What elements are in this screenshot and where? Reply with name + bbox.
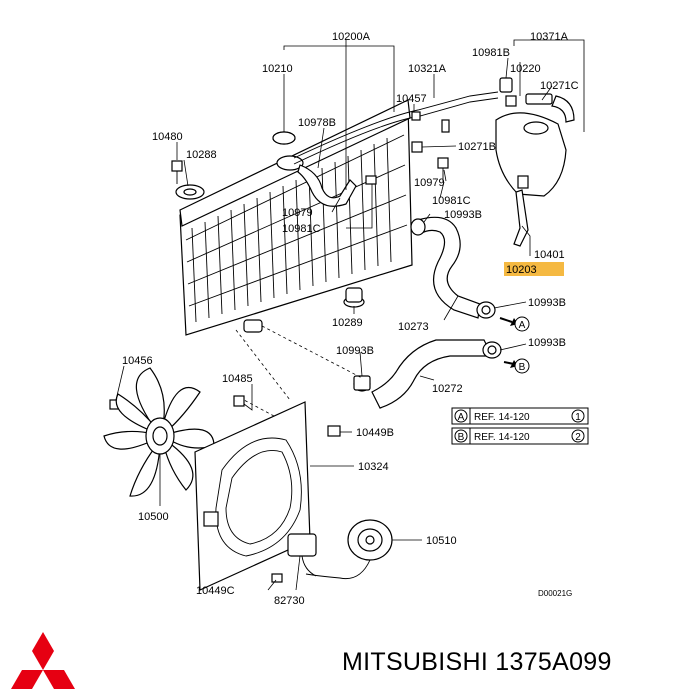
label-10993B-1: 10993B	[444, 209, 482, 221]
part-labels: 10200A 10371A 10981B 10210 10321A 10220 …	[122, 31, 579, 607]
arrow-a-letter: A	[519, 320, 526, 331]
label-10288: 10288	[186, 149, 217, 161]
label-10981C-left: 10981C	[282, 223, 321, 235]
label-10981B-top: 10981B	[472, 47, 510, 59]
ref-a-num: 1	[575, 412, 581, 423]
ref-box-b: B REF. 14-120 2	[451, 427, 589, 445]
upper-hose-10273	[410, 216, 496, 319]
label-10485: 10485	[222, 373, 253, 385]
label-10981C-right: 10981C	[432, 195, 471, 207]
ref-arrows: A B	[499, 316, 530, 374]
label-10272: 10272	[432, 383, 463, 395]
label-10993B-2: 10993B	[528, 297, 566, 309]
label-10220: 10220	[510, 63, 541, 75]
leader-lines	[115, 39, 585, 591]
label-10449C: 10449C	[196, 585, 235, 597]
label-10510: 10510	[426, 535, 457, 547]
label-10273: 10273	[398, 321, 429, 333]
label-10449B: 10449B	[356, 427, 394, 439]
ref-b-letter: B	[458, 432, 465, 443]
ref-box-a: A REF. 14-120 1	[451, 407, 589, 425]
label-10979-left: 10979	[282, 207, 313, 219]
radiator	[179, 99, 413, 336]
label-10456: 10456	[122, 355, 153, 367]
cooling-fan-10500	[103, 367, 215, 497]
label-10978B: 10978B	[298, 117, 336, 129]
fan-shroud-10324	[194, 401, 311, 591]
label-10289: 10289	[332, 317, 363, 329]
label-10210: 10210	[262, 63, 293, 75]
brand-part-number: MITSUBISHI 1375A099	[342, 648, 612, 676]
mitsubishi-logo-icon	[11, 632, 75, 689]
label-10401: 10401	[534, 249, 565, 261]
label-10993B-4: 10993B	[528, 337, 566, 349]
ref-b-text: REF. 14-120	[474, 432, 530, 443]
label-10200A: 10200A	[332, 31, 371, 43]
ref-a-text: REF. 14-120	[474, 412, 530, 423]
label-82730: 82730	[274, 595, 305, 607]
label-10371A: 10371A	[530, 31, 569, 43]
label-10321A: 10321A	[408, 63, 447, 75]
label-10979-right: 10979	[414, 177, 445, 189]
label-10993B-3: 10993B	[336, 345, 374, 357]
ref-a-letter: A	[458, 412, 465, 423]
label-10271B: 10271B	[458, 141, 496, 153]
lower-hose-10272	[353, 339, 502, 409]
fan-motor-10510	[305, 519, 393, 580]
label-10500: 10500	[138, 511, 169, 523]
ref-b-num: 2	[575, 432, 581, 443]
label-10203: 10203	[506, 264, 537, 276]
arrow-b-letter: B	[519, 362, 526, 373]
dashed-leaders	[235, 325, 363, 417]
label-10324: 10324	[358, 461, 389, 473]
label-10480: 10480	[152, 131, 183, 143]
diagram-code: D00021G	[538, 589, 572, 598]
reservoir-tank	[495, 77, 575, 247]
resistor-82730	[271, 533, 317, 583]
label-10271C: 10271C	[540, 80, 579, 92]
label-10457: 10457	[396, 93, 427, 105]
highlight-10203	[504, 262, 564, 276]
